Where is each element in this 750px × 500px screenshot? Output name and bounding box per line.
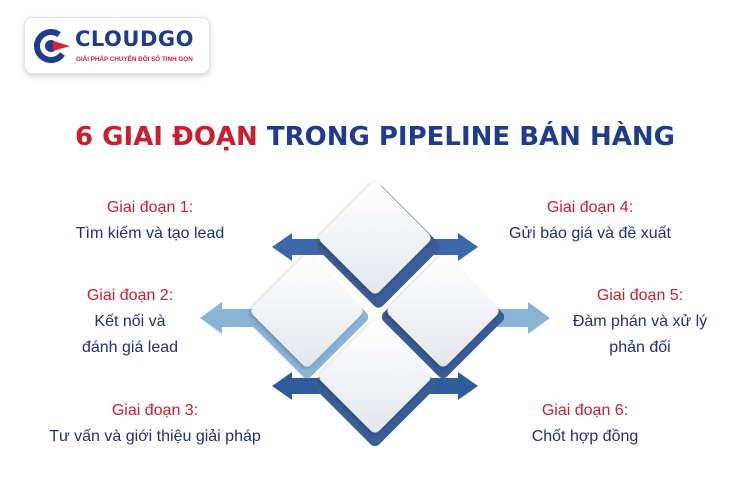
arrow-stage-1 bbox=[272, 233, 330, 261]
logo-tagline: GIẢI PHÁP CHUYỂN ĐỔI SỐ TINH GỌN bbox=[76, 56, 193, 63]
stage-2-description-line1: Kết nối và bbox=[94, 313, 166, 330]
arrow-stage-6 bbox=[420, 372, 478, 400]
stage-2-heading: Giai đoạn 2: bbox=[86, 287, 174, 304]
stage-6-description: Chốt hợp đồng bbox=[531, 428, 639, 445]
arrow-stage-5 bbox=[490, 302, 550, 334]
stage-1-heading: Giai đoạn 1: bbox=[106, 199, 194, 216]
cloudgo-logo-icon bbox=[34, 29, 70, 63]
arrow-stage-3 bbox=[272, 372, 330, 400]
stage-1: Giai đoạn 1: Tìm kiếm và tạo lead bbox=[40, 195, 260, 247]
logo-name: CLOUDGO bbox=[75, 27, 194, 51]
stage-3-heading: Giai đoạn 3: bbox=[111, 402, 199, 419]
stage-1-description: Tìm kiếm và tạo lead bbox=[75, 225, 225, 242]
diamond-tile-top bbox=[317, 182, 440, 308]
diamond-tile-bottom bbox=[313, 321, 437, 447]
title-rest: TRONG PIPELINE BÁN HÀNG bbox=[257, 122, 675, 152]
logo-card: CLOUDGO GIẢI PHÁP CHUYỂN ĐỔI SỐ TINH GỌN bbox=[24, 17, 210, 74]
stage-4-description: Gửi báo giá và đề xuất bbox=[509, 225, 671, 242]
stage-2: Giai đoạn 2: Kết nối và đánh giá lead bbox=[40, 283, 220, 361]
stage-5-description-line2: phản đối bbox=[609, 339, 671, 356]
diamond-tile-right bbox=[381, 255, 505, 379]
title-highlight: 6 GIAI ĐOẠN bbox=[75, 122, 258, 152]
stage-3-description: Tư vấn và giới thiệu giải pháp bbox=[49, 428, 261, 445]
stage-6-heading: Giai đoạn 6: bbox=[541, 402, 629, 419]
stage-5-description-line1: Đàm phán và xử lý bbox=[572, 313, 708, 330]
stage-2-description-line2: đánh giá lead bbox=[81, 339, 179, 356]
stage-4: Giai đoạn 4: Gửi báo giá và đề xuất bbox=[480, 195, 700, 247]
stage-4-heading: Giai đoạn 4: bbox=[546, 199, 634, 216]
diamond-tile-left bbox=[245, 255, 369, 379]
stage-6: Giai đoạn 6: Chốt hợp đồng bbox=[490, 398, 680, 450]
stage-5-heading: Giai đoạn 5: bbox=[596, 287, 684, 304]
page-title: 6 GIAI ĐOẠN TRONG PIPELINE BÁN HÀNG bbox=[0, 122, 750, 152]
stage-3: Giai đoạn 3: Tư vấn và giới thiệu giải p… bbox=[10, 398, 300, 450]
stage-5: Giai đoạn 5: Đàm phán và xử lý phản đối bbox=[545, 283, 735, 361]
arrow-stage-2 bbox=[200, 302, 260, 334]
